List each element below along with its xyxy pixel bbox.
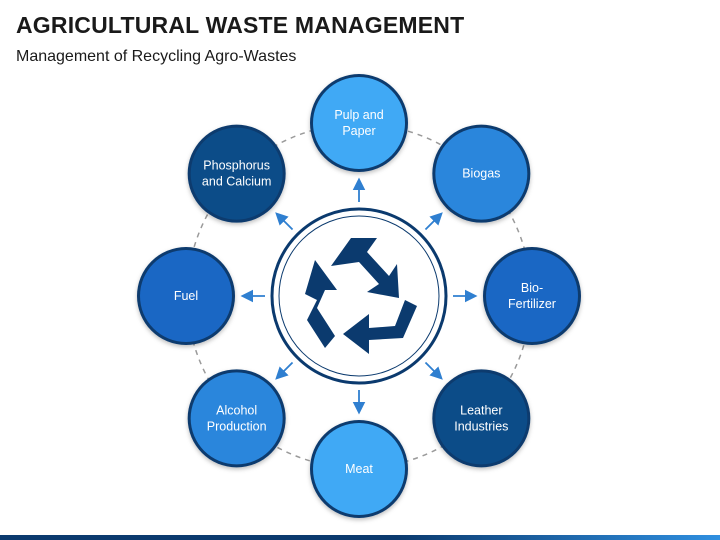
arrow-to-alcohol-production	[275, 361, 294, 380]
node-label: Pulp and	[334, 108, 383, 122]
connector-arrows	[240, 177, 478, 415]
center-hub	[270, 207, 448, 385]
node-phosphorus-and-calcium: Phosphorus and Calcium	[187, 124, 286, 223]
node-fill	[313, 423, 405, 515]
node-fill	[435, 372, 528, 465]
page-subtitle: Management of Recycling Agro-Wastes	[16, 48, 297, 65]
bottom-accent-bar	[0, 535, 720, 540]
node-label: Production	[207, 419, 267, 433]
node-fuel: Fuel	[137, 247, 235, 345]
node-label: Fertilizer	[508, 297, 556, 311]
node-label: Phosphorus	[203, 159, 270, 173]
node-biogas: Biogas	[432, 124, 531, 223]
node-fill	[313, 77, 405, 169]
node-label: Paper	[342, 124, 375, 138]
recycle-icon	[305, 238, 417, 354]
node-label: and Calcium	[202, 175, 271, 189]
arrow-to-biogas	[424, 212, 443, 231]
node-fill	[140, 250, 232, 342]
node-label: Bio-	[521, 281, 543, 295]
node-fill	[435, 127, 528, 220]
node-fill	[190, 127, 283, 220]
node-label: Leather	[460, 403, 502, 417]
node-label: Biogas	[462, 167, 500, 181]
arrow-to-leather-industries	[424, 361, 443, 380]
node-label: Alcohol	[216, 403, 257, 417]
node-label: Meat	[345, 462, 373, 476]
node-fill	[190, 372, 283, 465]
node-fill	[486, 250, 578, 342]
node-label: Industries	[454, 419, 508, 433]
page-title: AGRICULTURAL WASTE MANAGEMENT	[16, 12, 465, 38]
node-bio-fertilizer: Bio- Fertilizer	[483, 247, 581, 345]
node-label: Fuel	[174, 289, 198, 303]
arrow-to-phosphorus-and-calcium	[275, 212, 294, 231]
node-meat: Meat	[310, 420, 408, 518]
